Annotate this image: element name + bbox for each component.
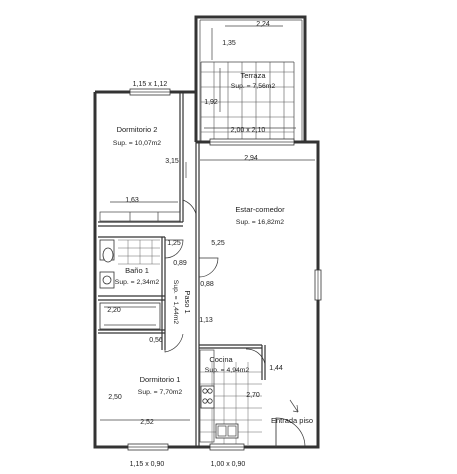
- cooktop: [200, 385, 215, 409]
- hall-door: [198, 257, 219, 278]
- dim-window-bottom-left: 1,15 x 0,90: [130, 461, 165, 468]
- dim-dorm2-height: 3,15: [165, 158, 179, 165]
- entrance-door: [275, 417, 306, 448]
- dorm2-closet: [99, 211, 181, 222]
- dim-estar-width: 2,94: [244, 155, 258, 162]
- dormitorio2-name: Dormitorio 2: [117, 125, 158, 134]
- dormitorio2-area: Sup. = 10,07m2: [113, 140, 161, 147]
- dim-bath-door: 0,89: [173, 260, 187, 267]
- cocina-area: Sup. = 4,94m2: [205, 367, 250, 374]
- dormitorio1-area: Sup. = 7,70m2: [138, 389, 183, 396]
- bano-name: Baño 1: [125, 266, 149, 275]
- dorm1-door: [164, 330, 184, 353]
- dimension-labels: 2,24 1,35 1,92 2,00 x 2,10 1,15 x 1,12 3…: [107, 21, 283, 468]
- interior-walls: [98, 92, 266, 447]
- dim-terrace-height: 1,35: [222, 40, 236, 47]
- dim-dorm1-door: 0,56: [149, 337, 163, 344]
- dimension-lines: [100, 159, 315, 421]
- terraza-area: Sup. = 7,56m2: [231, 83, 276, 90]
- kitchen-door: [245, 345, 266, 365]
- dim-kitchen-width: 1,44: [269, 365, 283, 372]
- dormitorio1-name: Dormitorio 1: [140, 375, 181, 384]
- kitchen-area: [199, 349, 262, 445]
- cocina-name: Cocina: [209, 355, 233, 364]
- dim-bath-depth: 1,25: [167, 240, 181, 247]
- toilet: [102, 247, 114, 263]
- bath-tiles: [118, 239, 160, 265]
- dorm2-door: [182, 199, 197, 222]
- dim-terrace-base: 2,00 x 2,10: [231, 127, 266, 134]
- doors: [164, 199, 306, 448]
- sink: [215, 423, 239, 439]
- terraza-name: Terraza: [240, 71, 266, 80]
- windows: [127, 88, 322, 451]
- dim-hall-width: 1,13: [199, 317, 213, 324]
- dim-terrace-inner-height: 1,92: [204, 99, 218, 106]
- dim-kitchen-length: 2,70: [246, 392, 260, 399]
- bano-area: Sup. = 2,34m2: [115, 279, 160, 286]
- bathroom-fixtures: [99, 239, 161, 330]
- dim-estar-height: 5,25: [211, 240, 225, 247]
- paso-name: Paso 1: [183, 290, 192, 313]
- estar-area: Sup. = 16,82m2: [236, 219, 284, 226]
- basin-drain: [102, 275, 112, 285]
- dim-terrace-width: 2,24: [256, 21, 270, 28]
- dim-dorm1-height: 2,50: [108, 394, 122, 401]
- room-labels: Terraza Sup. = 7,56m2 Dormitorio 2 Sup. …: [113, 71, 313, 425]
- dim-dorm1-width: 2,52: [140, 419, 154, 426]
- dim-window-top: 1,15 x 1,12: [133, 81, 168, 88]
- paso-area: Sup. = 1,44m2: [172, 280, 179, 325]
- dim-window-bottom-right: 1,00 x 0,90: [211, 461, 246, 468]
- dim-dorm2-width: 1,63: [125, 197, 139, 204]
- estar-name: Estar-comedor: [235, 205, 285, 214]
- terrace-grid: [201, 62, 294, 142]
- terrace: [194, 15, 307, 142]
- bath-door: [164, 239, 184, 259]
- entrance-label: Entrada piso: [271, 416, 313, 425]
- dim-bath-width: 2,20: [107, 307, 121, 314]
- dim-hall-door: 0,88: [200, 281, 214, 288]
